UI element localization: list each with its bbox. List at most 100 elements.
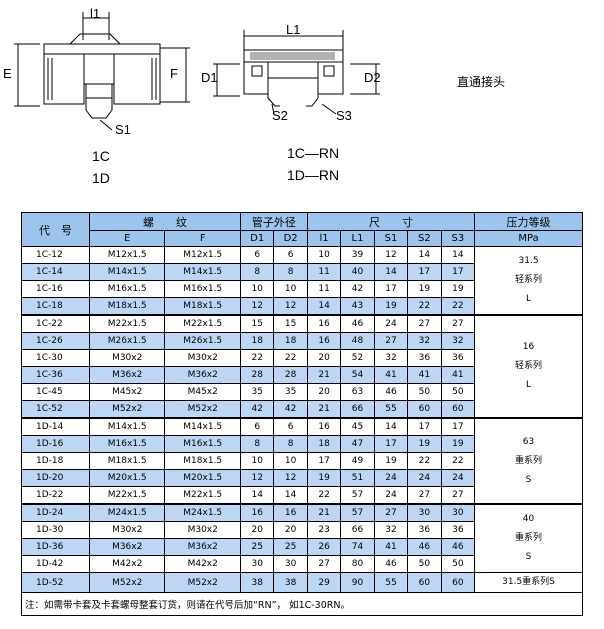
pressure-line: L	[526, 380, 532, 390]
table-cell: 35	[273, 383, 308, 401]
table-cell: 52	[340, 349, 375, 367]
table-cell: 19	[373, 297, 409, 316]
cell-code: 1D-52	[21, 572, 90, 593]
table-cell: M14x1.5	[88, 417, 166, 436]
subheader-e: E	[88, 230, 166, 247]
table-cell: 17	[407, 263, 442, 281]
table-cell: 90	[340, 572, 375, 593]
table-cell: 30	[440, 503, 476, 522]
dim-e-label: E	[3, 66, 12, 81]
table-cell: M22x1.5	[88, 486, 166, 505]
table-cell: M36x2	[164, 366, 241, 384]
table-cell: 19	[306, 469, 342, 487]
table-cell: 45	[340, 417, 375, 436]
table-cell: 18	[239, 332, 275, 350]
spec-table: 代 号 螺 纹 管子外径 尺 寸 压力等级 E F D1 D2 l1 L1 S1…	[21, 212, 583, 616]
table-cell: 50	[407, 555, 442, 573]
pressure-line: 重系列	[515, 533, 543, 543]
cell-code: 1D-30	[21, 521, 90, 539]
table-cell: 27	[440, 314, 476, 333]
model-1c-label: 1C	[92, 148, 110, 164]
pressure-line: S	[525, 552, 532, 562]
table-cell: 16	[306, 332, 342, 350]
table-cell: 27	[373, 503, 409, 522]
fitting-drawings	[14, 12, 380, 131]
table-cell: 22	[306, 486, 342, 505]
dim-s2-label: S2	[272, 108, 288, 123]
table-cell: 32	[440, 332, 476, 350]
table-cell: M12x1.5	[88, 246, 166, 264]
table-cell: 41	[373, 538, 409, 556]
table-cell: 16	[273, 503, 308, 522]
table-cell: 16	[306, 417, 342, 436]
table-cell: 30	[239, 555, 275, 573]
table-cell: 19	[407, 280, 442, 298]
table-cell: 12	[239, 297, 275, 316]
table-cell: 38	[273, 572, 308, 593]
table-cell: 6	[239, 246, 275, 264]
header-pressure: 压力等级	[474, 212, 583, 231]
table-cell: 27	[373, 332, 409, 350]
pressure-line: 重系列	[515, 455, 543, 466]
table-cell: 41	[373, 366, 409, 384]
table-cell: M14x1.5	[164, 417, 241, 436]
header-code: 代 号	[21, 212, 90, 247]
table-cell: 17	[440, 263, 476, 281]
table-cell: 10	[239, 280, 275, 298]
subheader-d2: D2	[273, 230, 308, 247]
cell-code: 1C-52	[21, 400, 90, 419]
table-cell: 11	[306, 280, 342, 298]
table-cell: 22	[273, 349, 308, 367]
cell-code: 1C-26	[21, 332, 90, 350]
subheader-l1: l1	[306, 230, 342, 247]
table-cell: 12	[239, 469, 275, 487]
table-cell: 12	[373, 246, 409, 264]
cell-code: 1D-20	[21, 469, 90, 487]
table-cell: 42	[239, 400, 275, 419]
model-1d-label: 1D	[92, 170, 110, 186]
dim-d1-label: D1	[201, 70, 218, 85]
table-cell: 66	[340, 400, 375, 419]
table-cell: 15	[273, 314, 308, 333]
cell-code: 1C-22	[21, 314, 90, 333]
table-cell: 36	[407, 349, 442, 367]
table-cell: M30x2	[164, 521, 241, 539]
table-cell: 22	[440, 297, 476, 316]
table-cell: 27	[440, 486, 476, 505]
table-cell: 46	[407, 538, 442, 556]
table-cell: 22	[239, 349, 275, 367]
table-cell: 25	[239, 538, 275, 556]
table-cell: 28	[273, 366, 308, 384]
table-cell: 24	[373, 314, 409, 333]
table-cell: 20	[306, 383, 342, 401]
table-cell: M42x2	[164, 555, 241, 573]
table-cell: 20	[239, 521, 275, 539]
table-cell: 14	[407, 246, 442, 264]
table-cell: 24	[440, 469, 476, 487]
table-cell: 14	[273, 486, 308, 505]
table-cell: 22	[407, 452, 442, 470]
table-cell: M26x1.5	[164, 332, 241, 350]
table-cell: M30x2	[88, 349, 166, 367]
dim-L1-label: L1	[286, 22, 301, 37]
table-cell: M16x1.5	[88, 435, 166, 453]
part-title: 直通接头	[457, 75, 506, 89]
table-cell: M42x2	[88, 555, 166, 573]
pressure-class-cell: 31.5重系列S	[474, 572, 583, 593]
table-cell: 17	[373, 280, 409, 298]
table-cell: 50	[440, 383, 476, 401]
header-thread: 螺 纹	[88, 212, 241, 231]
table-cell: 20	[306, 349, 342, 367]
table-cell: 14	[239, 486, 275, 505]
cell-code: 1C-45	[21, 383, 90, 401]
table-cell: 50	[440, 555, 476, 573]
table-cell: 21	[306, 400, 342, 419]
table-cell: M22x1.5	[164, 486, 241, 505]
